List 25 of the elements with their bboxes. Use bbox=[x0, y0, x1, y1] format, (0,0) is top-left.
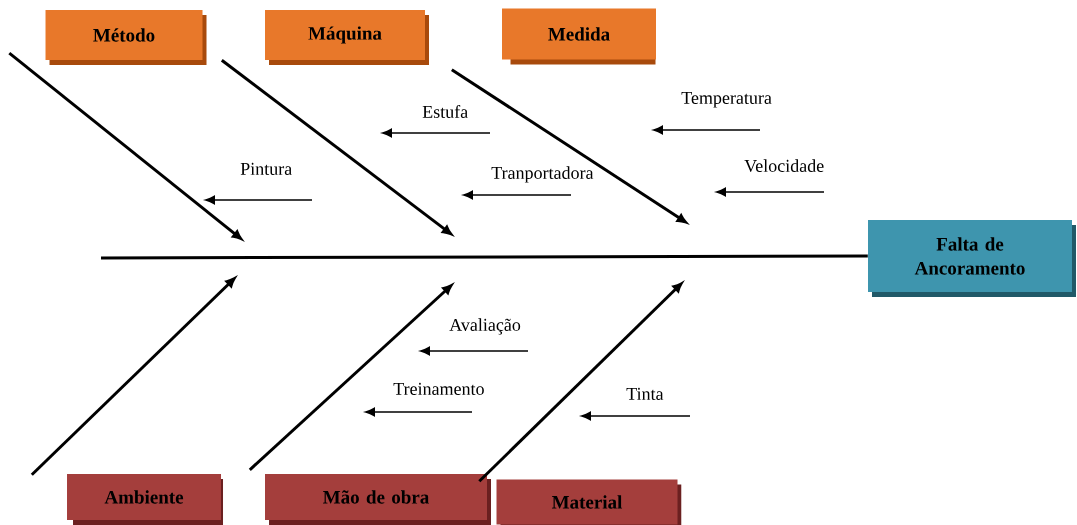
cause-label: Velocidade bbox=[744, 159, 824, 173]
category-box: Método bbox=[45, 10, 207, 65]
category-box: Máquina bbox=[265, 10, 429, 65]
bone-arrow bbox=[30, 277, 236, 476]
category-box: Material bbox=[496, 479, 682, 525]
category-box: Ambiente bbox=[67, 474, 223, 525]
bone-arrow bbox=[478, 282, 683, 483]
cause-label: Temperatura bbox=[681, 92, 772, 108]
effect-box: Falta de Ancoramento bbox=[868, 220, 1076, 297]
cause-label: Tranportadora bbox=[491, 166, 594, 183]
cause-label: Treinamento bbox=[393, 382, 484, 395]
arrow bbox=[653, 125, 761, 135]
bone-arrow bbox=[248, 284, 453, 471]
arrow bbox=[463, 190, 572, 200]
bone-arrow bbox=[8, 52, 243, 240]
cause-label: Tinta bbox=[626, 387, 664, 400]
arrow bbox=[420, 346, 529, 356]
category-box: Mão de obra bbox=[265, 474, 491, 525]
bone-arrow bbox=[451, 68, 687, 224]
arrow bbox=[365, 407, 473, 417]
spine-line bbox=[101, 254, 868, 260]
arrow bbox=[581, 411, 691, 421]
category-box: Medida bbox=[502, 8, 656, 65]
arrow bbox=[716, 187, 825, 197]
cause-label: Avaliação bbox=[449, 318, 521, 335]
